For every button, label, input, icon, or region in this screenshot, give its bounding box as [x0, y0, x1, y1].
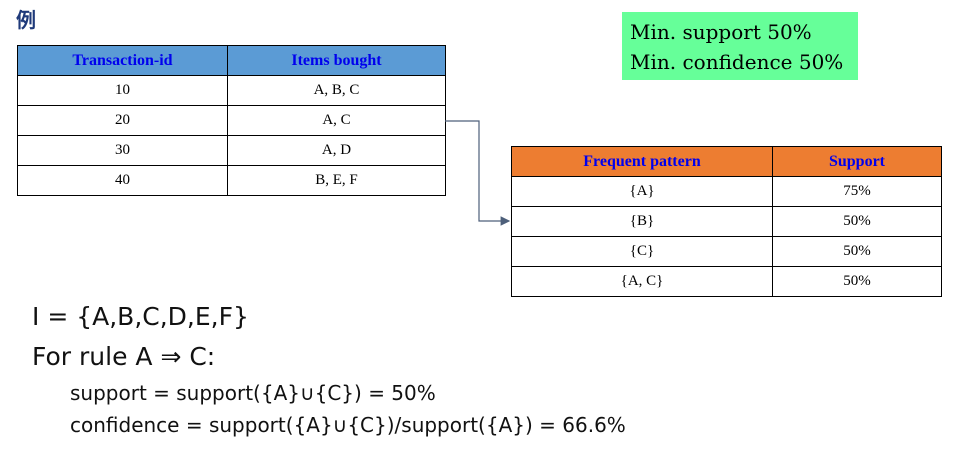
items-cell: A, C — [227, 105, 446, 136]
support-cell: 75% — [772, 176, 942, 207]
table-row: 10 A, B, C — [17, 75, 446, 106]
table-row: {B} 50% — [511, 206, 942, 237]
frequent-header-row: Frequent pattern Support — [511, 146, 942, 177]
itemset-definition: I = {A,B,C,D,E,F} — [32, 302, 249, 331]
frequent-pattern-table: Frequent pattern Support {A} 75% {B} 50%… — [511, 146, 942, 297]
transaction-header-row: Transaction-id Items bought — [17, 45, 446, 76]
header-items-bought: Items bought — [227, 45, 446, 76]
table-row: {A} 75% — [511, 176, 942, 207]
confidence-formula: confidence = support({A}∪{C})/support({A… — [70, 413, 626, 437]
transaction-id-cell: 30 — [17, 135, 228, 166]
table-row: 40 B, E, F — [17, 165, 446, 196]
header-transaction-id: Transaction-id — [17, 45, 228, 76]
support-cell: 50% — [772, 266, 942, 297]
items-cell: A, B, C — [227, 75, 446, 106]
table-row: 30 A, D — [17, 135, 446, 166]
threshold-box: Min. support 50% Min. confidence 50% — [622, 12, 858, 80]
pattern-cell: {A, C} — [511, 266, 773, 297]
transaction-id-cell: 20 — [17, 105, 228, 136]
items-cell: A, D — [227, 135, 446, 166]
header-frequent-pattern: Frequent pattern — [511, 146, 773, 177]
support-cell: 50% — [772, 206, 942, 237]
transaction-id-cell: 10 — [17, 75, 228, 106]
table-row: {A, C} 50% — [511, 266, 942, 297]
pattern-cell: {A} — [511, 176, 773, 207]
table-row: 20 A, C — [17, 105, 446, 136]
min-confidence-label: Min. confidence 50% — [630, 50, 844, 74]
rule-heading: For rule A ⇒ C: — [32, 342, 216, 371]
support-cell: 50% — [772, 236, 942, 267]
table-row: {C} 50% — [511, 236, 942, 267]
example-heading: 例 — [16, 8, 36, 32]
transaction-table: Transaction-id Items bought 10 A, B, C 2… — [17, 45, 446, 196]
header-support: Support — [772, 146, 942, 177]
connector-line — [445, 120, 511, 226]
pattern-cell: {C} — [511, 236, 773, 267]
min-support-label: Min. support 50% — [630, 20, 812, 44]
pattern-cell: {B} — [511, 206, 773, 237]
transaction-id-cell: 40 — [17, 165, 228, 196]
support-formula: support = support({A}∪{C}) = 50% — [70, 381, 436, 405]
items-cell: B, E, F — [227, 165, 446, 196]
